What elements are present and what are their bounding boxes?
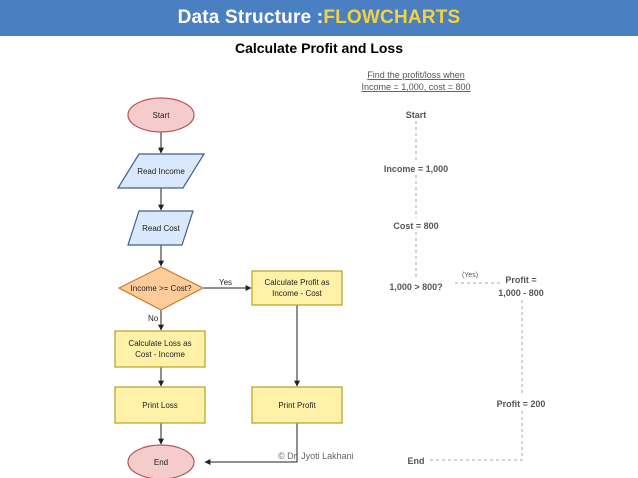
calc-loss-label-line1: Calculate Loss as	[128, 339, 191, 348]
trace-heading-line2: Income = 1,000, cost = 800	[361, 82, 470, 92]
start-label: Start	[153, 111, 171, 120]
copyright-watermark: © Dr. Jyoti Lakhani	[278, 451, 354, 461]
calc-profit-label-line2: Income - Cost	[272, 289, 323, 298]
print-profit-label: Print Profit	[278, 401, 316, 410]
trace-cost: Cost = 800	[393, 221, 438, 231]
banner-title-accent: FLOWCHARTS	[323, 7, 461, 28]
edge-print-profit-to-end	[204, 423, 298, 465]
income-cost-decision: Income >= Cost?	[117, 266, 205, 311]
read-cost-label: Read Cost	[142, 224, 181, 233]
calculate-loss-process: Calculate Loss as Cost - Income	[114, 330, 206, 368]
read-income-label: Read Income	[137, 167, 185, 176]
trace-profit-line1: Profit =	[505, 275, 536, 285]
no-edge-label: No	[148, 314, 159, 323]
start-terminal: Start	[127, 97, 195, 133]
trace-compare: 1,000 > 800?	[389, 282, 442, 292]
yes-edge-label: Yes	[219, 278, 232, 287]
trace-heading-line1: Find the profit/loss when	[367, 70, 465, 80]
trace-connectors	[415, 121, 523, 461]
read-income-io: Read Income	[116, 153, 206, 189]
banner-title: Data Structure :	[177, 7, 324, 28]
trace-start: Start	[406, 110, 427, 120]
trace-end: End	[408, 456, 425, 466]
page-subtitle: Calculate Profit and Loss	[234, 40, 404, 56]
trace-yes-label: (Yes)	[462, 272, 478, 279]
calc-profit-label-line1: Calculate Profit as	[265, 278, 330, 287]
print-profit-process: Print Profit	[251, 386, 343, 424]
end-label: End	[154, 458, 168, 467]
print-loss-process: Print Loss	[114, 386, 206, 424]
trace-profit-line2: 1,000 - 800	[498, 288, 544, 298]
title-banner: Data Structure : FLOWCHARTS	[0, 0, 638, 36]
trace-income: Income = 1,000	[384, 164, 448, 174]
print-loss-label: Print Loss	[142, 401, 178, 410]
end-terminal: End	[127, 444, 195, 478]
decision-label: Income >= Cost?	[131, 284, 192, 293]
calculate-profit-process: Calculate Profit as Income - Cost	[251, 270, 343, 306]
calc-loss-label-line2: Cost - Income	[135, 350, 185, 359]
read-cost-io: Read Cost	[127, 210, 194, 246]
trace-profit-result: Profit = 200	[497, 399, 546, 409]
trace-panel: Find the profit/loss when Income = 1,000…	[361, 70, 545, 466]
flowchart-connectors	[158, 132, 300, 465]
